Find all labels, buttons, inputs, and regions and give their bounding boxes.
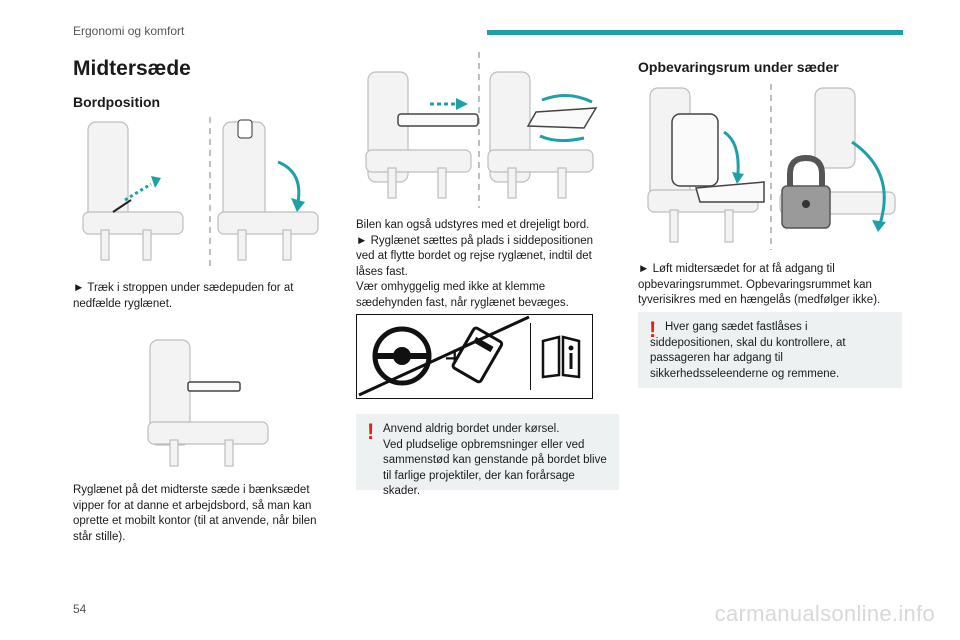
middle-text: Bilen kan også udstyres med et drejeligt… [356,218,614,311]
warning-icon: ! [649,317,657,342]
manual-book-icon [541,335,581,379]
warning-body: Ved pludselige opbremsninger eller ved s… [383,438,607,498]
under-seat-storage-illustration [647,84,896,250]
left-instruction: ► Træk i stroppen under sædepuden for at… [73,282,294,310]
swivel-table-illustration [365,52,598,208]
pictogram-divider [530,323,531,390]
seat-lock-warning-panel: ! Hver gang sædet fastlåses i siddeposit… [638,312,902,388]
header-accent-bar [487,30,903,35]
swivel-table-note: Bilen kan også udstyres med et drejeligt… [356,219,590,231]
warning-title: Anvend aldrig bordet under kørsel. [383,423,560,435]
right-instruction: ► Løft midtersædet for at få adgang til … [638,263,881,306]
section-title: Ergonomi og komfort [73,24,185,38]
no-use-while-driving-pictogram: + [356,314,593,399]
page-number: 54 [73,602,87,616]
subtitle-storage: Opbevaringsrum under sæder [638,59,839,75]
site-watermark: carmanualsonline.info [714,601,935,626]
caution-note: Vær omhyggelig med ikke at klemme sædehy… [356,281,569,309]
page-title: Midtersæde [73,57,191,80]
warning-icon: ! [367,419,375,444]
table-position-illustration [147,339,269,467]
driving-warning-panel: ! Anvend aldrig bordet under kørsel. Ved… [356,414,619,497]
steering-wheel-icon: + [358,315,530,397]
left-description: Ryglænet på det midterste sæde i bænksæd… [73,484,317,543]
seat-lock-warning-text: Hver gang sædet fastlåses i siddepositio… [650,321,846,380]
backrest-instruction: ► Ryglænet sættes på plads i siddepositi… [356,234,594,278]
subtitle-table-position: Bordposition [73,94,161,110]
padlock-icon [781,154,831,229]
seat-fold-illustration [82,117,319,270]
